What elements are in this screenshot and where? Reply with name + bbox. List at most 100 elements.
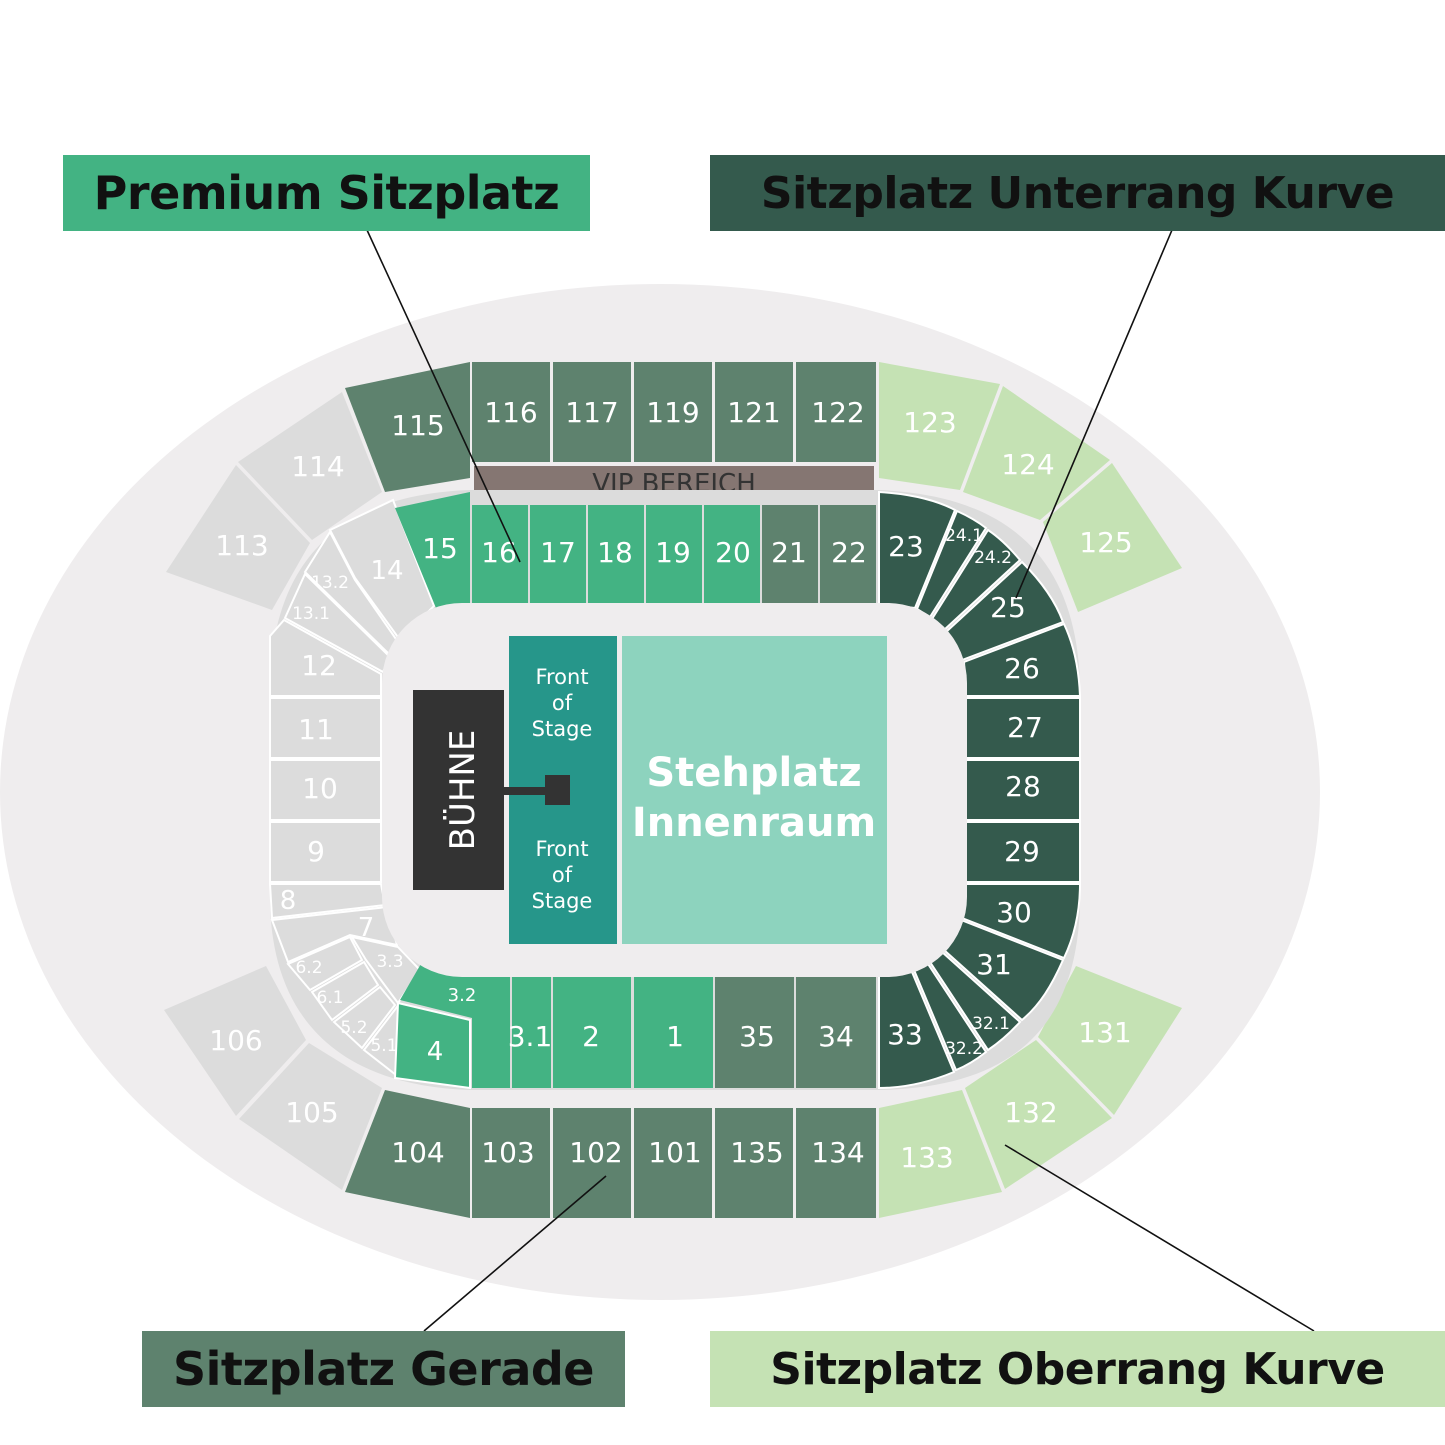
section-29[interactable]: 29	[965, 821, 1081, 883]
section-115[interactable]: 115	[345, 362, 470, 492]
svg-text:124: 124	[1001, 448, 1054, 481]
section-23[interactable]: 23	[878, 490, 957, 610]
section-104[interactable]: 104	[345, 1090, 470, 1218]
section-121[interactable]: 121	[715, 362, 793, 462]
section-106[interactable]: 106	[164, 966, 306, 1116]
section-8[interactable]: 8	[268, 883, 387, 920]
svg-text:106: 106	[209, 1024, 262, 1057]
svg-text:125: 125	[1079, 526, 1132, 559]
section-20[interactable]: 20	[704, 505, 760, 603]
section-34[interactable]: 34	[796, 976, 876, 1088]
svg-text:17: 17	[540, 536, 576, 569]
section-17[interactable]: 17	[530, 505, 586, 603]
legend-unterrang-label: Sitzplatz Unterrang Kurve	[760, 167, 1395, 219]
svg-text:10: 10	[302, 772, 338, 805]
callout-line-premium	[366, 229, 521, 563]
svg-text:114: 114	[291, 450, 344, 483]
section-19[interactable]: 19	[646, 505, 702, 603]
section-33[interactable]: 33	[878, 970, 956, 1090]
section-24-2[interactable]: 24.2	[930, 528, 1022, 632]
section-2[interactable]: 2	[553, 976, 631, 1088]
svg-text:26: 26	[1004, 652, 1040, 685]
section-4[interactable]: 4	[393, 1001, 471, 1090]
svg-text:21: 21	[771, 536, 807, 569]
section-117[interactable]: 117	[553, 362, 631, 462]
section-24-1[interactable]: 24.1	[915, 509, 988, 619]
section-101[interactable]: 101	[634, 1108, 712, 1218]
section-30[interactable]: 30	[960, 883, 1082, 960]
svg-text:Stage: Stage	[532, 889, 593, 913]
section-31[interactable]: 31	[942, 918, 1065, 1022]
section-11[interactable]: 11	[269, 697, 382, 759]
section-3-2[interactable]: 3.2	[400, 962, 510, 1088]
section-105[interactable]: 105	[239, 1043, 382, 1190]
section-22[interactable]: 22	[820, 505, 876, 603]
section-27[interactable]: 27	[965, 697, 1081, 759]
svg-text:18: 18	[597, 536, 633, 569]
section-124[interactable]: 124	[963, 386, 1110, 520]
section-134[interactable]: 134	[796, 1108, 876, 1218]
svg-text:13.1: 13.1	[292, 604, 330, 624]
section-114[interactable]: 114	[238, 392, 382, 540]
svg-text:27: 27	[1007, 711, 1043, 744]
stehplatz-innenraum[interactable]: Stehplatz Innenraum	[622, 636, 887, 944]
svg-text:119: 119	[646, 396, 699, 429]
section-18[interactable]: 18	[588, 505, 644, 603]
svg-text:14: 14	[370, 556, 403, 586]
svg-text:4: 4	[427, 1037, 444, 1067]
svg-text:Innenraum: Innenraum	[632, 800, 876, 846]
svg-text:30: 30	[996, 896, 1032, 929]
section-21[interactable]: 21	[762, 505, 818, 603]
legend-oberrang-label: Sitzplatz Oberrang Kurve	[770, 1343, 1385, 1395]
section-3-1[interactable]: 3.1	[508, 976, 553, 1088]
svg-text:of: of	[552, 863, 573, 887]
section-7[interactable]: 7	[270, 905, 399, 964]
svg-text:103: 103	[481, 1136, 534, 1169]
section-12[interactable]: 12	[269, 618, 382, 697]
section-122[interactable]: 122	[796, 362, 876, 462]
svg-text:BÜHNE: BÜHNE	[442, 730, 483, 851]
section-113[interactable]: 113	[166, 465, 310, 610]
legend-gerade-label: Sitzplatz Gerade	[173, 1342, 594, 1396]
section-116[interactable]: 116	[472, 362, 550, 462]
section-102[interactable]: 102	[553, 1108, 631, 1218]
svg-text:32.1: 32.1	[972, 1014, 1010, 1034]
section-32-1[interactable]: 32.1	[928, 950, 1022, 1052]
section-9[interactable]: 9	[269, 821, 382, 883]
section-5-2[interactable]: 5.2	[332, 985, 397, 1050]
section-26[interactable]: 26	[962, 622, 1082, 697]
section-10[interactable]: 10	[269, 759, 382, 821]
section-15[interactable]: 15	[395, 492, 470, 608]
svg-text:122: 122	[811, 396, 864, 429]
section-123[interactable]: 123	[879, 362, 1000, 490]
svg-text:8: 8	[280, 886, 297, 916]
section-6-2[interactable]: 6.2	[286, 935, 364, 992]
section-103[interactable]: 103	[472, 1108, 550, 1218]
section-132[interactable]: 132	[965, 1040, 1112, 1189]
section-28[interactable]: 28	[965, 759, 1081, 821]
section-35[interactable]: 35	[715, 976, 794, 1088]
svg-text:102: 102	[569, 1136, 622, 1169]
svg-text:24.2: 24.2	[974, 548, 1012, 568]
svg-text:135: 135	[730, 1136, 783, 1169]
section-13-1[interactable]: 13.1	[283, 572, 392, 674]
section-6-1[interactable]: 6.1	[310, 960, 380, 1022]
section-32-2[interactable]: 32.2	[912, 962, 988, 1072]
svg-text:6.2: 6.2	[295, 958, 322, 978]
svg-text:133: 133	[900, 1141, 953, 1174]
section-1[interactable]: 1	[634, 976, 713, 1088]
section-133[interactable]: 133	[879, 1090, 1002, 1218]
svg-text:123: 123	[903, 406, 956, 439]
svg-text:134: 134	[811, 1136, 864, 1169]
svg-text:9: 9	[307, 835, 325, 868]
section-131[interactable]: 131	[1038, 966, 1182, 1115]
section-119[interactable]: 119	[634, 362, 712, 462]
svg-text:7: 7	[358, 913, 375, 943]
section-125[interactable]: 125	[1043, 463, 1182, 612]
legend-sitzplatz-unterrang-kurve: Sitzplatz Unterrang Kurve	[710, 155, 1445, 231]
svg-text:5.2: 5.2	[340, 1018, 367, 1038]
section-25[interactable]: 25	[944, 560, 1065, 662]
section-135[interactable]: 135	[715, 1108, 793, 1218]
callout-line-gerade	[423, 1175, 607, 1332]
svg-text:11: 11	[298, 713, 334, 746]
